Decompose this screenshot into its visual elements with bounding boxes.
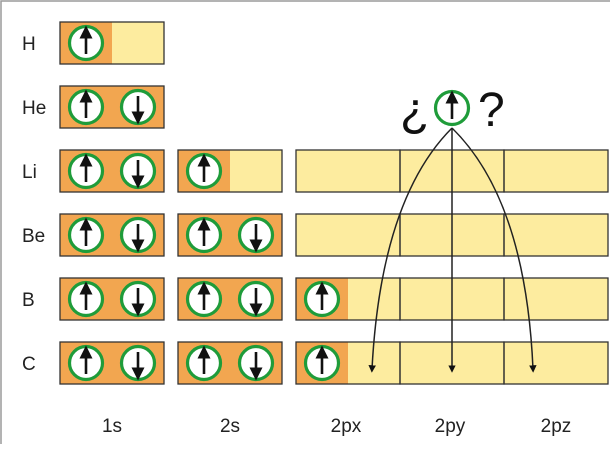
- orbital-box-border: [59, 341, 165, 385]
- element-row: Li: [22, 149, 609, 193]
- electron: [119, 152, 157, 190]
- element-row: Be: [22, 213, 609, 257]
- p-subshell-bg: [504, 214, 608, 256]
- orbital-box-border: [59, 85, 165, 129]
- electron: [119, 216, 157, 254]
- orbital-1s: [59, 341, 165, 385]
- electron: [119, 280, 157, 318]
- p-subshell-border: [503, 213, 609, 257]
- element-row: He: [22, 85, 165, 129]
- orbital-1s: [59, 21, 165, 65]
- orbital-label: 1s: [102, 416, 122, 437]
- electron: [237, 280, 275, 318]
- electron: [119, 88, 157, 126]
- element-symbol: Li: [22, 162, 37, 183]
- orbital-1s: [59, 213, 165, 257]
- electron: [67, 152, 105, 190]
- orbital-box-border: [177, 149, 283, 193]
- orbital-box-border: [59, 21, 165, 65]
- element-symbol: He: [22, 98, 46, 119]
- element-symbol: C: [22, 354, 36, 375]
- element-row: H: [22, 21, 165, 65]
- electron: [185, 344, 223, 382]
- orbital-2s: [177, 341, 283, 385]
- electron: [185, 216, 223, 254]
- orbital-labels: 1s 2s 2px 2py 2pz: [102, 416, 571, 437]
- p-subshell-bg: [504, 150, 608, 192]
- arrow-to-2pz: [451, 127, 537, 373]
- placement-arrows: [368, 127, 537, 373]
- p-subshell-border: [503, 277, 609, 321]
- element-symbol: B: [22, 290, 35, 311]
- p-subshell-bg: [504, 278, 608, 320]
- arrow-to-2px: [368, 127, 453, 373]
- orbital-2s: [177, 277, 283, 321]
- orbital-2p: [295, 277, 609, 321]
- orbital-box-border: [177, 277, 283, 321]
- orbital-label: 2pz: [541, 416, 572, 437]
- orbital-2s: [177, 149, 283, 193]
- element-symbol: Be: [22, 226, 45, 247]
- electron: [185, 152, 223, 190]
- orbital-box-border: [59, 213, 165, 257]
- electron: [303, 344, 341, 382]
- p-subshell-bg: [296, 150, 400, 192]
- p-subshell-border: [503, 149, 609, 193]
- electron: [237, 216, 275, 254]
- orbital-box-border: [59, 149, 165, 193]
- question-open-mark: ¿: [400, 84, 429, 137]
- orbital-box-border: [177, 213, 283, 257]
- orbital-1s: [59, 277, 165, 321]
- electron: [67, 344, 105, 382]
- orbital-label: 2py: [435, 416, 466, 437]
- electron: [67, 216, 105, 254]
- element-row: C: [22, 341, 609, 385]
- orbital-box-border: [177, 341, 283, 385]
- p-subshell-bg: [504, 342, 608, 384]
- electron: [303, 280, 341, 318]
- electron: [185, 280, 223, 318]
- orbital-label: 2s: [220, 416, 240, 437]
- p-subshell-border: [503, 341, 609, 385]
- orbital-2s: [177, 213, 283, 257]
- orbital-1s: [59, 85, 165, 129]
- electron: [237, 344, 275, 382]
- question-close-mark: ?: [478, 84, 505, 137]
- p-subshell-bg: [296, 214, 400, 256]
- orbital-2p: [295, 213, 609, 257]
- element-row: B: [22, 277, 609, 321]
- electron: [67, 24, 105, 62]
- orbital-1s: [59, 149, 165, 193]
- electron: [67, 280, 105, 318]
- question-electron-icon: [433, 89, 471, 127]
- element-symbol: H: [22, 34, 36, 55]
- question-electron: ¿ ?: [400, 84, 505, 137]
- electron: [119, 344, 157, 382]
- electron: [67, 88, 105, 126]
- orbital-box-border: [59, 277, 165, 321]
- orbital-label: 2px: [331, 416, 362, 437]
